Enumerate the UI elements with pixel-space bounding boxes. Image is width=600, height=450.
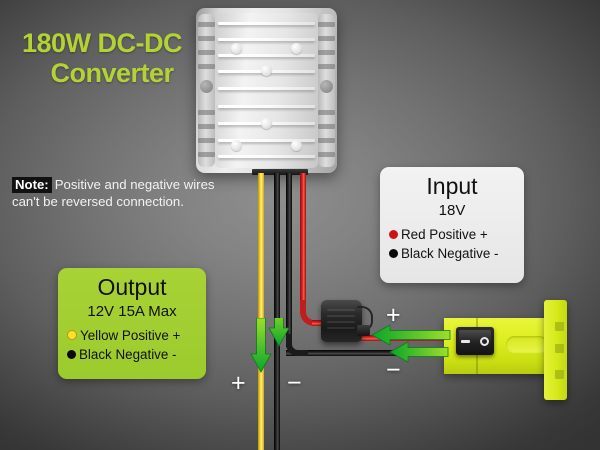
note-tag: Note: xyxy=(12,177,52,193)
switch-on-dash-icon xyxy=(461,339,470,343)
note-text-line-2: can't be reversed connection. xyxy=(12,194,184,210)
wire-yellow-output-positive xyxy=(258,173,264,450)
input-card-row: Black Negative - xyxy=(389,244,524,263)
output-card-rating: 12V 15A Max xyxy=(87,302,177,320)
polarity-output-positive: + xyxy=(231,369,246,397)
yellow-dot-icon xyxy=(67,330,77,341)
wire-exit-collar xyxy=(252,169,308,175)
wire-red-input-positive-vertical xyxy=(300,173,306,313)
inline-fuse-holder xyxy=(321,300,373,342)
output-card-row: Black Negative - xyxy=(67,345,206,364)
fuse-neck xyxy=(357,325,370,336)
rocker-face[interactable] xyxy=(459,330,491,352)
input-row-label: Red Positive + xyxy=(401,226,488,242)
red-dot-icon xyxy=(389,229,398,239)
adapter-groove xyxy=(506,336,548,353)
input-row-label: Black Negative - xyxy=(401,245,499,261)
input-spec-card: Input 18V Red Positive + Black Negative … xyxy=(380,167,524,283)
note-block: Note:Positive and negative wires can't b… xyxy=(12,176,244,211)
wire-black-output-negative xyxy=(274,173,280,450)
dc-dc-converter-heatsink xyxy=(196,8,337,173)
polarity-input-negative: − xyxy=(386,356,401,384)
input-card-voltage: 18V xyxy=(438,201,466,219)
title-line-2: Converter xyxy=(50,57,174,88)
output-card-row: Yellow Positive + xyxy=(67,326,206,345)
power-rocker-switch[interactable] xyxy=(456,327,494,355)
wire-black-input-negative-vertical xyxy=(286,173,292,347)
switch-off-circle-icon xyxy=(480,336,489,346)
input-card-row: Red Positive + xyxy=(389,225,524,244)
black-dot-icon xyxy=(67,349,76,359)
black-dot-icon xyxy=(389,248,398,258)
input-card-title: Input xyxy=(426,173,478,199)
output-card-title: Output xyxy=(97,274,167,300)
input-flow-arrows xyxy=(372,324,451,363)
input-card-list: Red Positive + Black Negative - xyxy=(380,225,524,263)
adapter-battery-plate xyxy=(544,300,567,400)
heatsink-side-left xyxy=(198,14,215,167)
output-card-list: Yellow Positive + Black Negative - xyxy=(58,326,206,364)
heatsink-fin-face xyxy=(215,13,318,168)
wire-black-corner-fill xyxy=(286,334,308,356)
fuse-body xyxy=(321,300,362,342)
wire-black-input-negative-horizontal xyxy=(286,350,460,356)
output-row-label: Yellow Positive + xyxy=(80,327,181,343)
polarity-input-positive: + xyxy=(386,301,401,329)
output-spec-card: Output 12V 15A Max Yellow Positive + Bla… xyxy=(58,268,206,379)
polarity-output-negative: − xyxy=(287,369,302,397)
output-row-label: Black Negative - xyxy=(79,346,177,362)
wire-red-input-positive-horizontal-left xyxy=(312,320,326,326)
heatsink-side-right xyxy=(318,14,335,167)
note-text-line-1: Positive and negative wires xyxy=(54,177,215,192)
